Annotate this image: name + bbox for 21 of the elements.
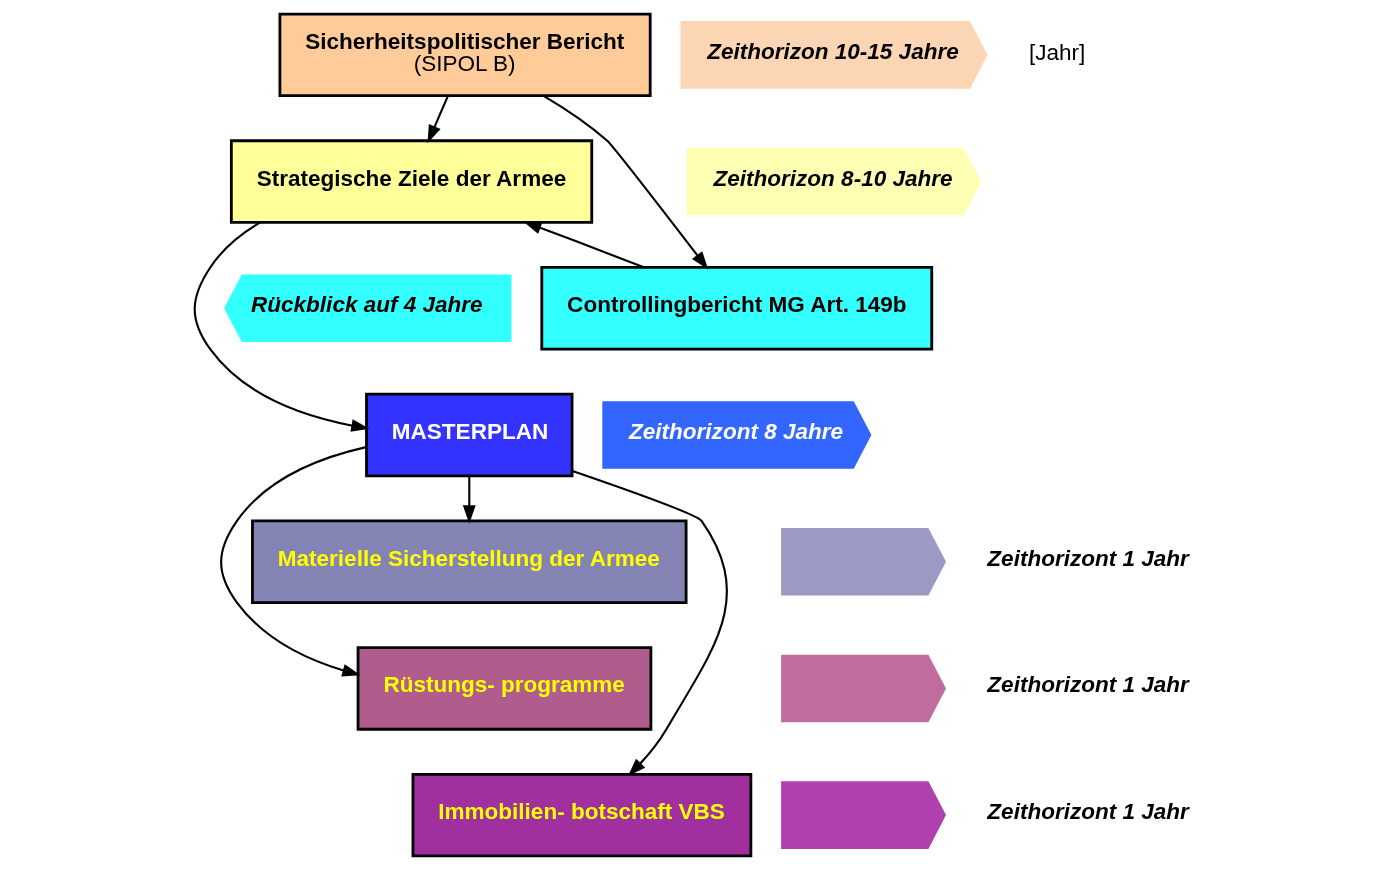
node-box: MASTERPLAN xyxy=(365,392,574,478)
arrow xyxy=(193,221,370,432)
node-arrow xyxy=(781,654,947,723)
node-box: Materielle Sicherstellung der Armee xyxy=(251,519,688,604)
node-box: Rüstungs- programme xyxy=(356,646,653,731)
node-label: Zeithorizont 1 Jahr xyxy=(987,799,1189,825)
node-box: Immobilien- botschaft VBS xyxy=(411,772,753,858)
arrow xyxy=(523,221,645,269)
node-arrow xyxy=(781,527,947,596)
arrow xyxy=(220,446,367,677)
arrow xyxy=(462,476,476,524)
node-box: Sicherheitspolitischer Bericht (SIPOL B) xyxy=(278,12,652,98)
node-box: Controllingbericht MG Art. 149b xyxy=(540,266,934,351)
arrow xyxy=(543,94,709,270)
node-label: Zeithorizont 1 Jahr xyxy=(987,672,1189,698)
arrow xyxy=(572,470,728,777)
label: [Jahr] xyxy=(1028,40,1086,66)
node-label: Zeithorizont 1 Jahr xyxy=(987,545,1189,571)
node-box: Strategische Ziele der Armee xyxy=(229,139,594,224)
node-arrow xyxy=(781,781,947,849)
arrow xyxy=(427,95,449,144)
